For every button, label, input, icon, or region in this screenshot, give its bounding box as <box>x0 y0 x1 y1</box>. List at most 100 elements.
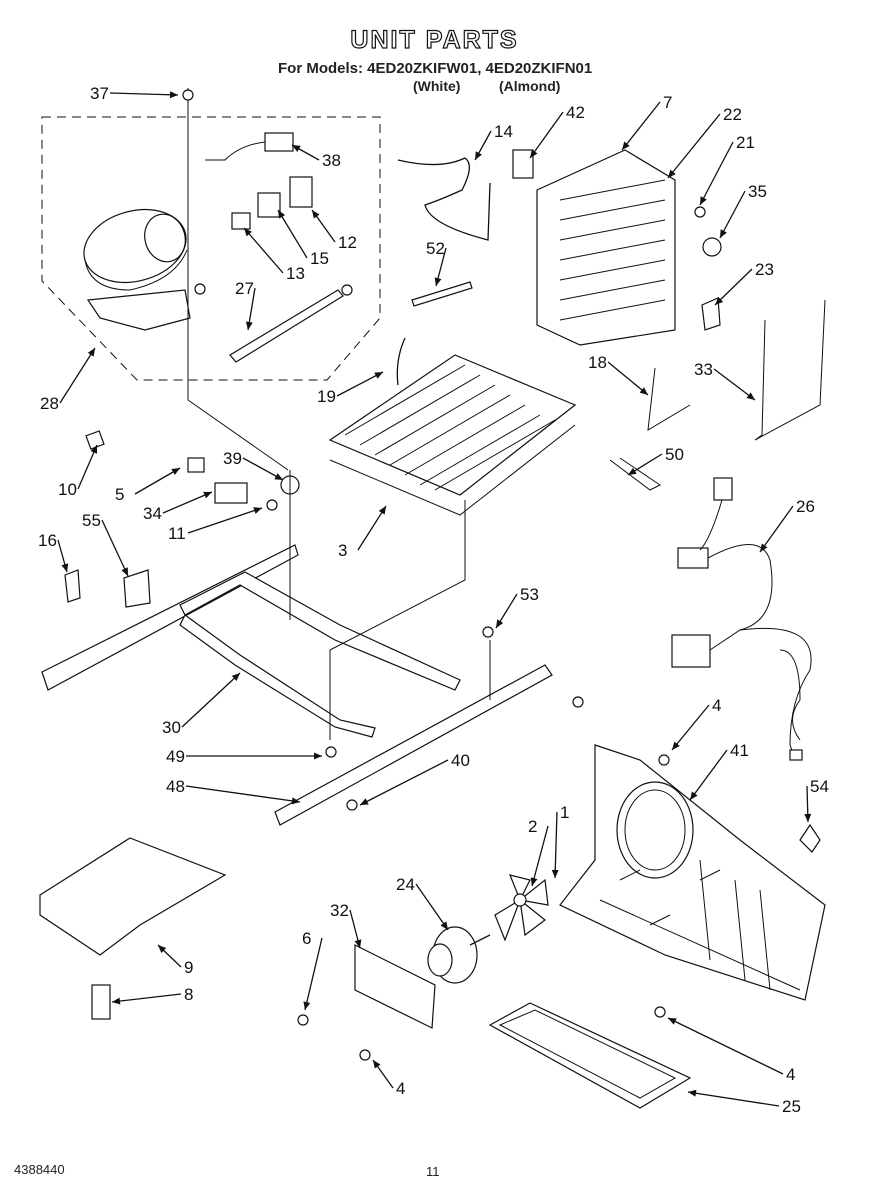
callout-label-52: 52 <box>426 239 445 258</box>
leader-line-2 <box>531 825 549 887</box>
callout-label-14: 14 <box>494 122 513 141</box>
callout-label-11: 11 <box>168 524 186 543</box>
callout-label-53: 53 <box>520 585 539 604</box>
wiring-harness-26 <box>671 477 812 761</box>
tube-14 <box>397 157 491 241</box>
callout-label-26: 26 <box>796 497 815 516</box>
callout-label-48: 48 <box>166 777 185 796</box>
leader-line-24 <box>415 883 449 931</box>
leader-arrow-19 <box>374 372 383 379</box>
callout-label-50: 50 <box>665 445 684 464</box>
bracket-18 <box>647 367 691 431</box>
callout-label-38: 38 <box>322 151 341 170</box>
leader-line-35 <box>719 190 746 239</box>
clip-42 <box>512 149 534 179</box>
leader-arrow-27 <box>245 321 253 330</box>
callout-label-34: 34 <box>143 504 162 523</box>
leader-arrow-37 <box>169 91 178 99</box>
callout-label-19: 19 <box>317 387 336 406</box>
callout-label-8: 8 <box>184 985 193 1004</box>
leader-arrow-4 <box>668 1018 677 1025</box>
leader-line-11 <box>187 507 263 534</box>
leader-line-22 <box>667 113 721 179</box>
evaporator-3 <box>328 354 577 516</box>
callout-label-41: 41 <box>730 741 749 760</box>
callout-label-30: 30 <box>162 718 181 737</box>
leader-arrow-55 <box>121 567 128 576</box>
screws <box>194 206 706 1061</box>
leader-line-33 <box>713 368 756 401</box>
leader-arrow-2 <box>530 877 538 886</box>
leader-arrow-30 <box>231 673 240 682</box>
leader-arrow-54 <box>804 813 812 822</box>
compressor-group-outline <box>41 116 381 381</box>
leader-arrow-7 <box>622 141 630 150</box>
leader-arrow-4 <box>373 1060 381 1069</box>
color-almond-label: (Almond) <box>499 78 561 94</box>
leader-arrow-10 <box>90 445 98 454</box>
callout-label-33: 33 <box>694 360 713 379</box>
leader-arrow-49 <box>314 752 322 760</box>
leader-arrow-53 <box>496 619 504 628</box>
callout-label-54: 54 <box>810 777 829 796</box>
leader-arrow-35 <box>720 229 727 238</box>
part-5 <box>187 457 205 473</box>
leader-arrow-3 <box>378 506 386 515</box>
leader-line-25 <box>687 1091 780 1107</box>
part-16 <box>64 569 81 603</box>
callout-label-40: 40 <box>451 751 470 770</box>
spring-8 <box>91 984 111 1020</box>
leader-arrow-13 <box>244 228 252 237</box>
leader-line-19 <box>336 371 384 397</box>
leader-arrow-22 <box>668 169 676 178</box>
leader-arrow-34 <box>203 491 212 499</box>
leader-arrow-42 <box>530 149 538 158</box>
callout-label-27: 27 <box>235 279 254 298</box>
callout-label-32: 32 <box>330 901 349 920</box>
leader-arrow-4 <box>672 741 680 750</box>
leader-line-15 <box>277 209 308 259</box>
leader-line-37 <box>109 92 179 96</box>
callout-label-9: 9 <box>184 958 193 977</box>
part-55 <box>123 569 151 608</box>
leader-arrow-39 <box>274 473 283 480</box>
callout-label-39: 39 <box>223 449 242 468</box>
leader-line-55 <box>101 519 129 577</box>
callout-label-2: 2 <box>528 817 537 836</box>
leader-line-30 <box>181 672 241 728</box>
leader-arrow-8 <box>112 997 121 1005</box>
leader-arrow-50 <box>628 467 637 475</box>
leader-line-18 <box>607 361 649 396</box>
leader-arrow-18 <box>639 387 648 395</box>
clip-23 <box>701 297 721 331</box>
fan-motor-24 <box>427 926 491 984</box>
callout-label-13: 13 <box>286 264 305 283</box>
callout-label-4: 4 <box>712 696 721 715</box>
callout-label-15: 15 <box>310 249 329 268</box>
bracket-32 <box>354 944 436 1029</box>
leader-line-6 <box>304 937 323 1011</box>
leader-arrow-15 <box>278 210 286 219</box>
callout-label-1: 1 <box>560 803 569 822</box>
leader-arrow-21 <box>700 196 707 205</box>
callout-label-42: 42 <box>566 103 585 122</box>
callout-label-4: 4 <box>396 1079 405 1098</box>
leader-line-26 <box>759 505 794 553</box>
leader-arrow-11 <box>253 507 262 514</box>
leader-arrow-48 <box>291 797 300 805</box>
leader-arrow-26 <box>760 543 768 552</box>
leader-line-28 <box>59 347 96 404</box>
leader-lines <box>57 91 812 1107</box>
leader-line-40 <box>359 759 449 806</box>
clip-50 <box>609 457 661 491</box>
leader-arrow-25 <box>688 1089 697 1097</box>
condenser-7 <box>536 149 676 346</box>
leader-arrow-24 <box>440 921 448 930</box>
leader-line-42 <box>529 111 564 159</box>
fan-shroud-41 <box>559 744 826 1001</box>
leader-line-13 <box>243 227 284 274</box>
callout-label-16: 16 <box>38 531 57 550</box>
leader-arrow-23 <box>715 296 724 305</box>
